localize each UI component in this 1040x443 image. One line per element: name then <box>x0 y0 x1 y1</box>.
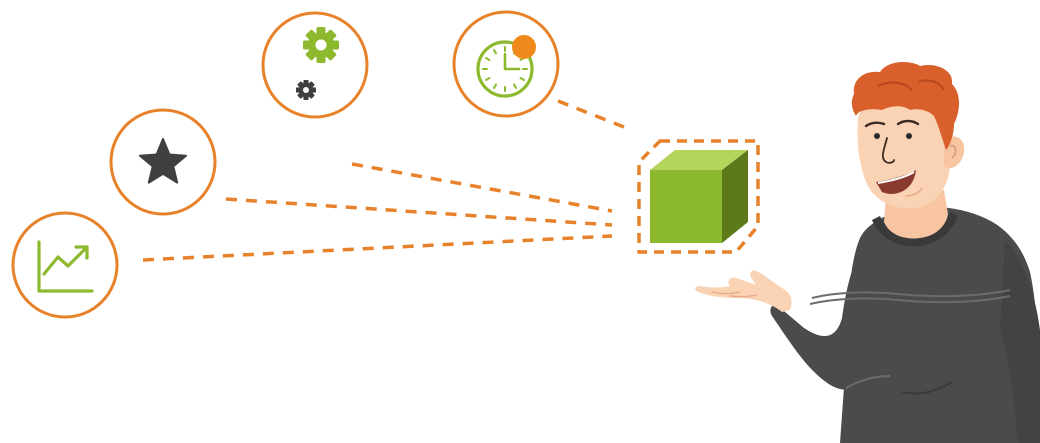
clock-badge <box>452 10 560 118</box>
hair-strands <box>877 79 945 91</box>
connector-line-growth <box>142 234 613 262</box>
teeth <box>877 171 915 184</box>
right-eyebrow <box>896 119 920 126</box>
cube-front-face <box>650 170 722 243</box>
right-eye <box>906 133 912 139</box>
sweater-stripes <box>809 289 1011 389</box>
left-eyebrow <box>864 121 886 128</box>
cube-top-face <box>650 150 748 170</box>
sweater-left-arm <box>770 238 889 390</box>
large-gear-icon <box>303 27 339 63</box>
small-gear-icon <box>296 80 316 100</box>
connector-line-clock <box>557 99 625 129</box>
nose <box>881 137 895 164</box>
gears-icon <box>296 27 339 100</box>
man-character <box>695 62 1040 443</box>
sweater-wrinkle <box>901 381 953 395</box>
connector-line-star <box>225 197 613 227</box>
chin-line <box>905 187 923 197</box>
ear-detail <box>949 144 957 159</box>
gears-badge <box>261 11 369 119</box>
star-badge <box>109 108 217 216</box>
open-hand <box>695 270 792 312</box>
cube-side-face <box>722 150 748 243</box>
hair <box>851 62 959 150</box>
connector-lines <box>142 99 625 262</box>
sweater-torso <box>840 206 1040 443</box>
notification-dot-icon <box>512 35 536 59</box>
clock-icon <box>476 35 536 98</box>
growth-chart-icon <box>37 240 94 293</box>
growth-chart-badge <box>11 211 119 319</box>
hand-lines <box>711 291 757 298</box>
left-eye <box>874 133 880 139</box>
sweater-collar <box>872 212 958 247</box>
star-icon <box>139 138 187 184</box>
connector-line-gears <box>351 162 613 213</box>
cube-icon <box>637 139 760 254</box>
